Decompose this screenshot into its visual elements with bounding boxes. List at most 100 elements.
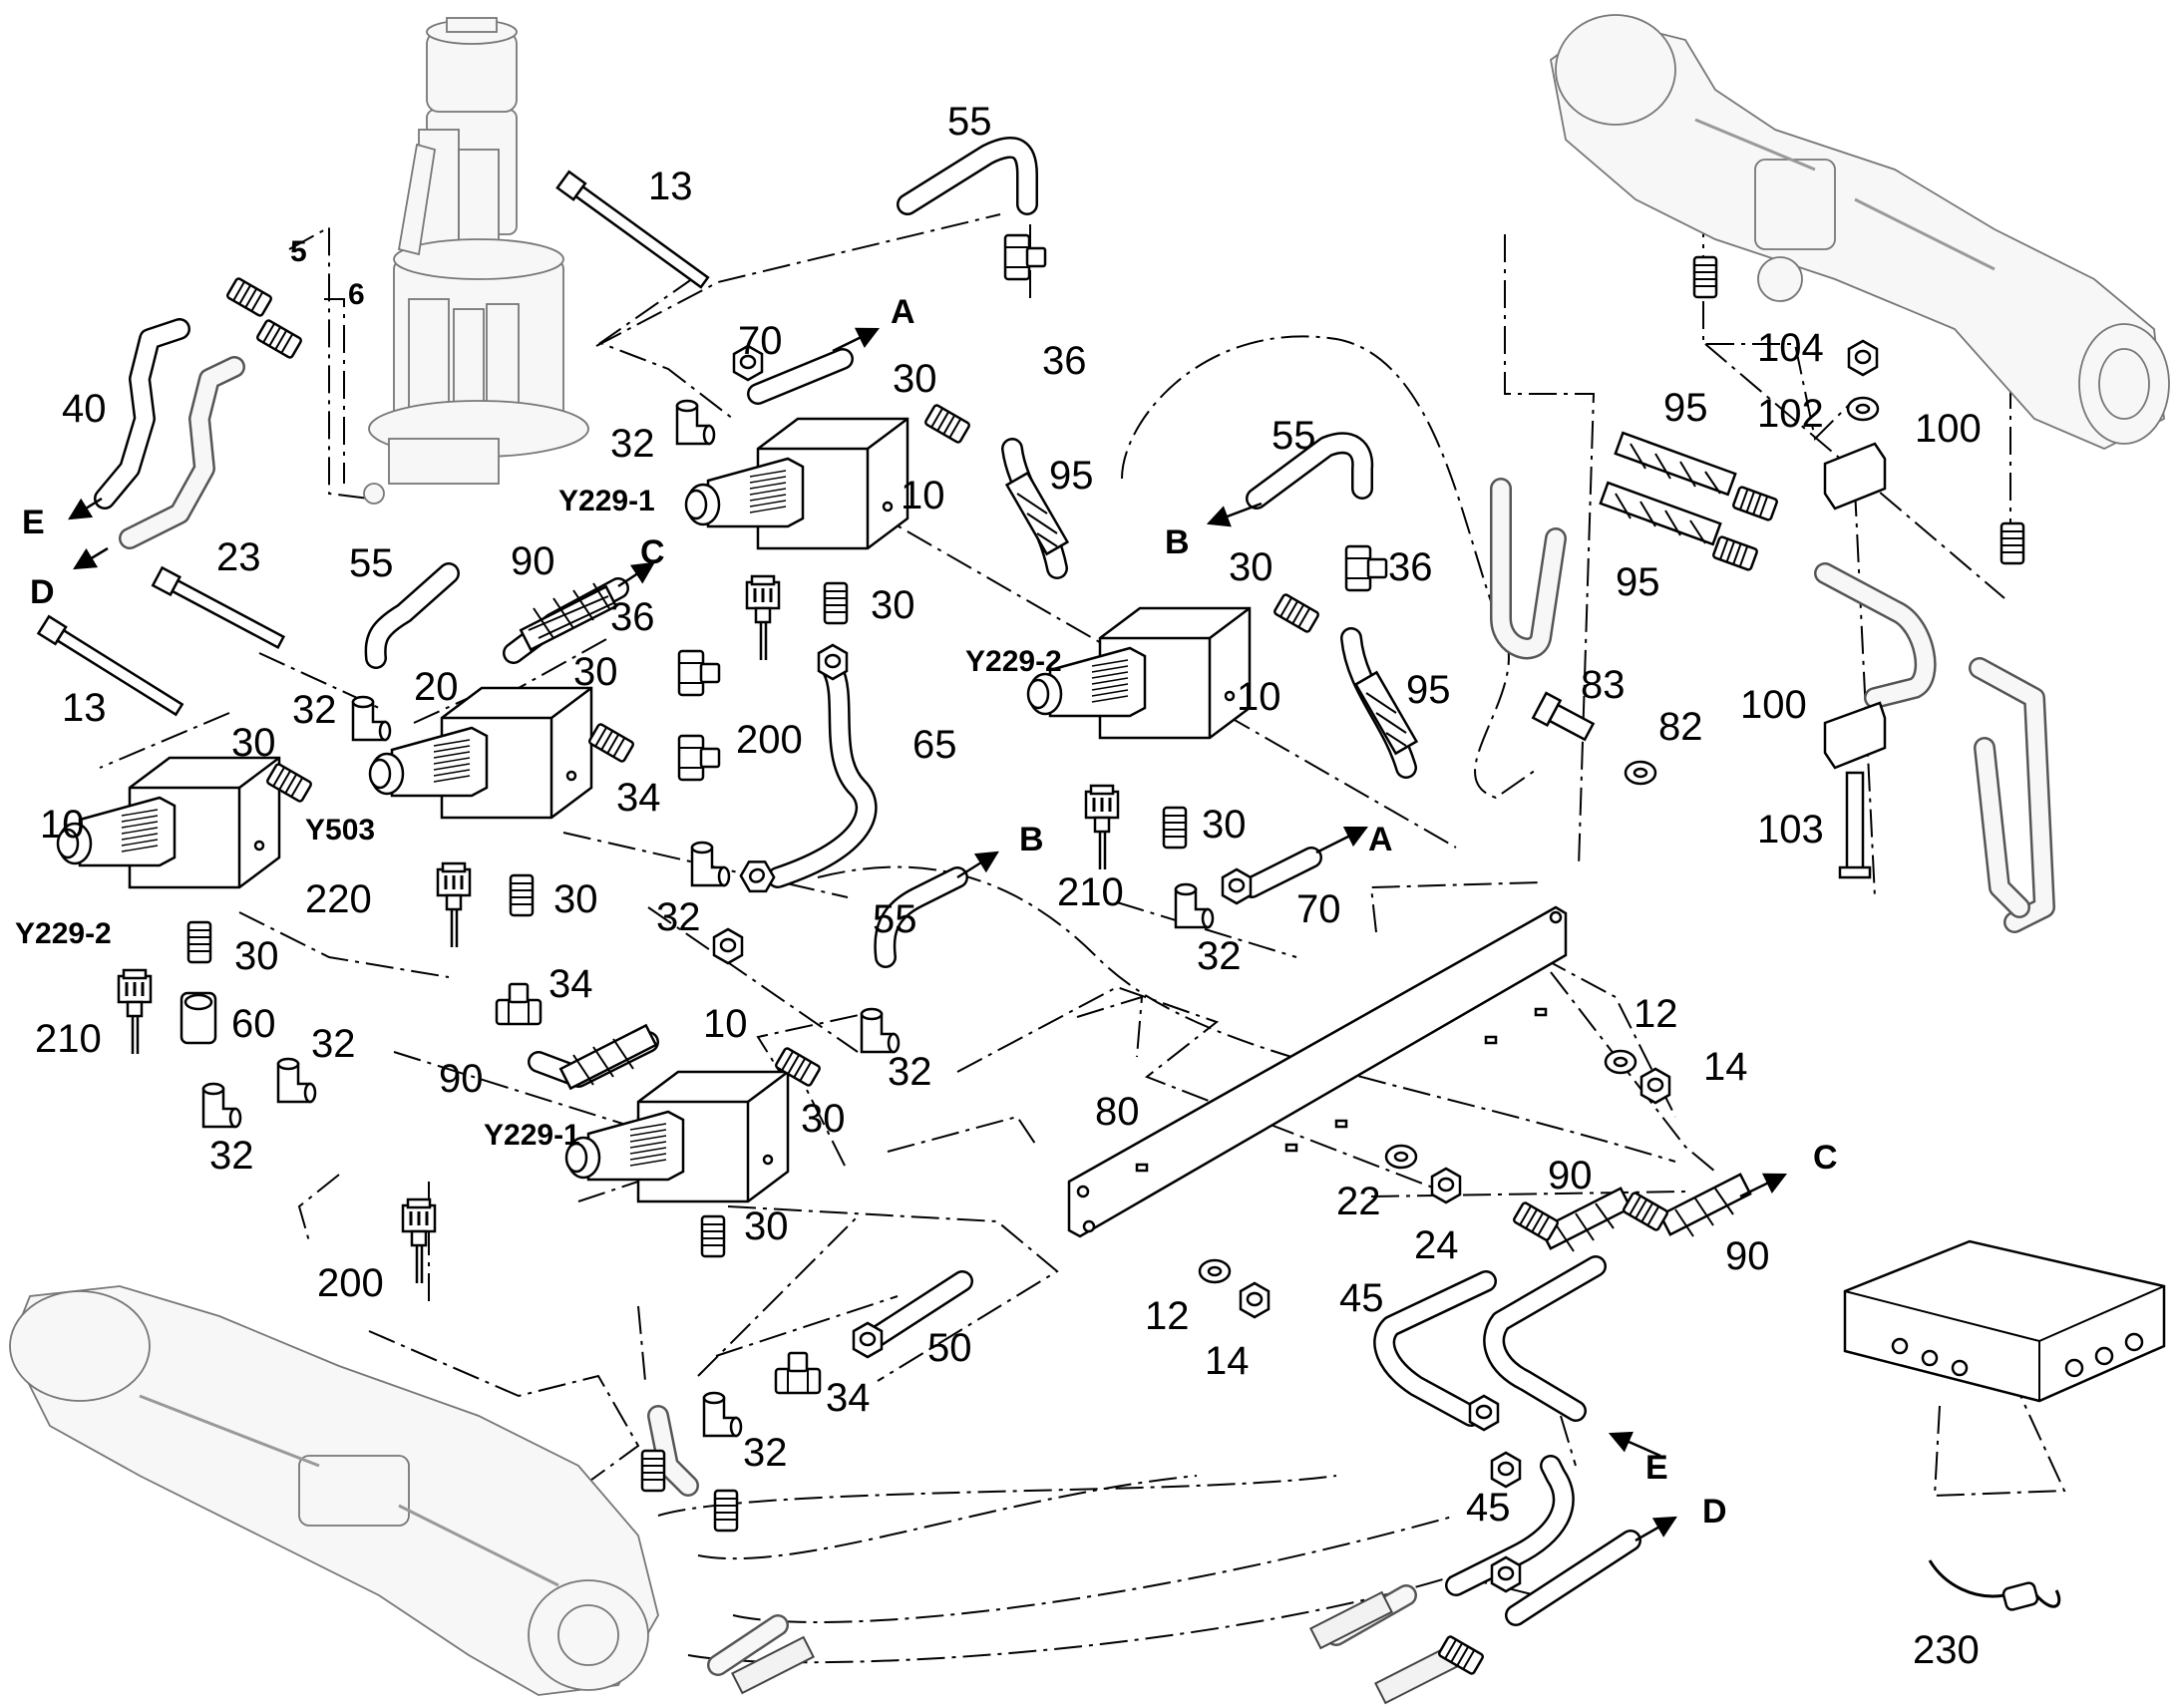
callout-55-right: 55 (1272, 414, 1316, 458)
callout-14-right: 14 (1703, 1045, 1748, 1089)
callout-32-h: 32 (1197, 934, 1242, 978)
callout-200-top: 200 (736, 718, 803, 762)
callout-14-bottom: 14 (1205, 1339, 1250, 1383)
callout-13-left: 13 (62, 686, 107, 730)
front-axle (1550, 14, 2170, 450)
callout-103: 103 (1757, 808, 1824, 852)
callout-30-f: 30 (234, 934, 279, 978)
rear-axle (9, 1285, 659, 1696)
callout-32-f: 32 (888, 1050, 932, 1094)
callout-95-d: 95 (1616, 560, 1660, 604)
valve-y229-2-left (56, 756, 281, 889)
callout-83: 83 (1581, 663, 1626, 707)
callout-23: 23 (216, 535, 261, 579)
clamps (1823, 339, 1887, 770)
reference-arrows (68, 327, 1788, 1542)
label-y229-1-bottom: Y229-1 (484, 1119, 580, 1152)
ref-a-top: A (891, 293, 915, 331)
ref-c-right: C (1813, 1139, 1838, 1177)
callout-30-i: 30 (1229, 545, 1273, 589)
callout-30-a: 30 (893, 357, 937, 401)
callout-50: 50 (927, 1326, 972, 1370)
callout-30-d: 30 (231, 721, 276, 765)
callout-34-c: 34 (826, 1376, 871, 1420)
callout-13-top: 13 (648, 165, 693, 208)
callout-32-g: 32 (743, 1431, 788, 1475)
ref-c-left: C (640, 533, 665, 571)
callout-30-g: 30 (801, 1097, 846, 1141)
callout-40: 40 (62, 387, 107, 431)
callout-30-e: 30 (553, 877, 598, 921)
callout-32-d: 32 (311, 1022, 356, 1066)
callout-100-bottom: 100 (1740, 683, 1807, 727)
callout-30-c: 30 (573, 650, 618, 694)
callout-210-left: 210 (35, 1017, 102, 1061)
callout-90-c: 90 (1548, 1154, 1593, 1197)
callout-95-c: 95 (1663, 386, 1708, 430)
callout-230: 230 (1913, 1628, 1980, 1672)
callout-10-left: 10 (40, 803, 85, 847)
label-y503: Y503 (305, 814, 375, 847)
callout-10-right: 10 (1237, 675, 1281, 719)
callout-82: 82 (1658, 705, 1703, 749)
callout-60: 60 (231, 1002, 276, 1046)
callout-20: 20 (414, 665, 459, 709)
callout-95-b: 95 (1406, 668, 1451, 712)
valve-y229-1-bottom (564, 1070, 790, 1203)
ref-e-left: E (22, 504, 45, 541)
callout-36-top: 36 (1042, 339, 1087, 383)
ref-b-right: B (1165, 523, 1190, 561)
callout-90-b: 90 (439, 1057, 484, 1101)
label-y229-2-right: Y229-2 (965, 645, 1062, 678)
callout-55-lower: 55 (873, 897, 917, 941)
callout-220: 220 (305, 877, 372, 921)
callout-90-a: 90 (511, 539, 555, 583)
callout-32-a: 32 (610, 422, 655, 466)
callout-22: 22 (1336, 1180, 1381, 1223)
actuator-assembly (363, 17, 589, 505)
callout-30-b: 30 (871, 583, 915, 627)
ref-b-lower: B (1019, 821, 1044, 858)
callout-90-d: 90 (1725, 1234, 1770, 1278)
braided-hoses (519, 431, 1752, 1705)
ref-d-left: D (30, 573, 55, 611)
callout-5: 5 (290, 235, 307, 268)
callout-70-right: 70 (1296, 887, 1341, 931)
callout-labels: 5 6 40 13 55 70 30 36 32 10 95 30 200 65… (35, 100, 1982, 1672)
valve-labels: Y229-1 Y229-2 Y503 Y229-2 Y229-1 (15, 485, 1062, 1152)
callout-55-top: 55 (947, 100, 992, 144)
callout-100-top: 100 (1915, 407, 1982, 451)
valve-y229-1-top (684, 417, 909, 550)
callout-34-b: 34 (548, 962, 593, 1006)
valve-y503 (368, 686, 593, 820)
callout-104: 104 (1757, 326, 1824, 370)
callout-36-mid: 36 (610, 595, 655, 639)
label-y229-1-top: Y229-1 (558, 485, 655, 517)
callout-34-a: 34 (616, 776, 661, 820)
callout-32-b: 32 (292, 688, 337, 732)
callout-12-bottom: 12 (1145, 1294, 1190, 1338)
callout-12-right: 12 (1634, 992, 1678, 1036)
bolts (36, 170, 1872, 879)
junction-box-230 (1843, 1239, 2166, 1611)
fittings (180, 233, 2025, 1676)
callout-32-c: 32 (656, 895, 701, 939)
callout-45-b: 45 (1466, 1486, 1511, 1530)
callout-200-bottom: 200 (317, 1261, 384, 1305)
label-y229-2-left: Y229-2 (15, 917, 112, 950)
reference-letters: A A B B C C D D E E (22, 293, 1838, 1531)
callout-10-bottom: 10 (703, 1002, 748, 1046)
callout-55-left: 55 (349, 541, 394, 585)
ref-d-bottom: D (1702, 1493, 1727, 1531)
callout-36-right: 36 (1388, 545, 1433, 589)
mounting-plate-80 (1067, 905, 1568, 1238)
callout-6: 6 (348, 278, 365, 311)
callout-45-a: 45 (1339, 1276, 1384, 1320)
callout-70-top: 70 (738, 319, 783, 363)
callout-30-h: 30 (744, 1204, 789, 1248)
callout-24: 24 (1414, 1223, 1459, 1267)
callout-30-j: 30 (1202, 803, 1247, 847)
callout-102: 102 (1757, 392, 1824, 436)
ref-e-bottom: E (1645, 1449, 1668, 1487)
